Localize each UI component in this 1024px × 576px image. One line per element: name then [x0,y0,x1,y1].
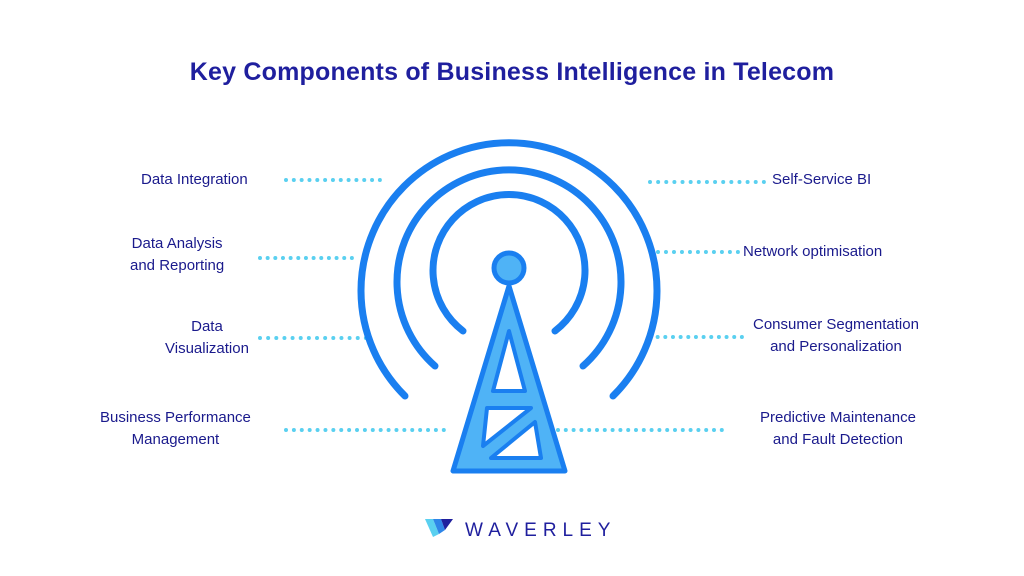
connector-predictive-maintenance [556,428,724,432]
label-business-performance: Business Performance Management [100,407,251,451]
label-self-service-bi: Self-Service BI [772,169,871,191]
label-line: Network optimisation [743,243,883,260]
label-line: Visualization [165,340,249,357]
connector-self-service-bi [648,180,766,184]
label-line: Consumer Segmentation [753,316,919,333]
label-data-analysis: Data Analysis and Reporting [130,233,224,277]
label-line: Business Performance [100,409,251,426]
label-consumer-segmentation: Consumer Segmentation and Personalizatio… [753,314,919,358]
label-line: and Reporting [130,257,225,274]
connector-data-integration [284,178,382,182]
tower-cutout-left [481,406,533,448]
waverley-logo-icon [423,516,455,545]
signal-wave-outer [357,139,661,400]
label-line: Predictive Maintenance [760,409,916,426]
label-line: Data Integration [141,171,248,188]
connector-data-analysis [258,256,354,260]
label-predictive-maintenance: Predictive Maintenance and Fault Detecti… [760,407,916,451]
page-title: Key Components of Business Intelligence … [189,58,835,86]
label-data-visualization: Data Visualization [165,316,249,360]
signal-wave-inner [429,191,589,335]
label-line: Management [131,431,220,448]
logo-text: WAVERLEY [465,519,617,541]
signal-wave-middle [393,166,625,370]
label-network-optimisation: Network optimisation [743,241,882,263]
connector-consumer-segmentation [648,335,744,339]
label-data-integration: Data Integration [141,169,248,191]
radio-tower-icon [355,126,665,491]
brand-logo: WAVERLEY [423,516,616,545]
label-line: Data Analysis [131,235,223,252]
label-line: and Fault Detection [772,431,903,448]
connector-business-performance [284,428,446,432]
label-line: Data [191,318,223,335]
connector-data-visualization [258,336,368,340]
tower-cutout-right [489,420,543,460]
antenna-ball [491,250,527,286]
tower-cutout-top [491,329,527,393]
label-line: Self-Service BI [772,171,872,188]
label-line: and Personalization [770,338,902,355]
connector-network-optimisation [656,250,740,254]
